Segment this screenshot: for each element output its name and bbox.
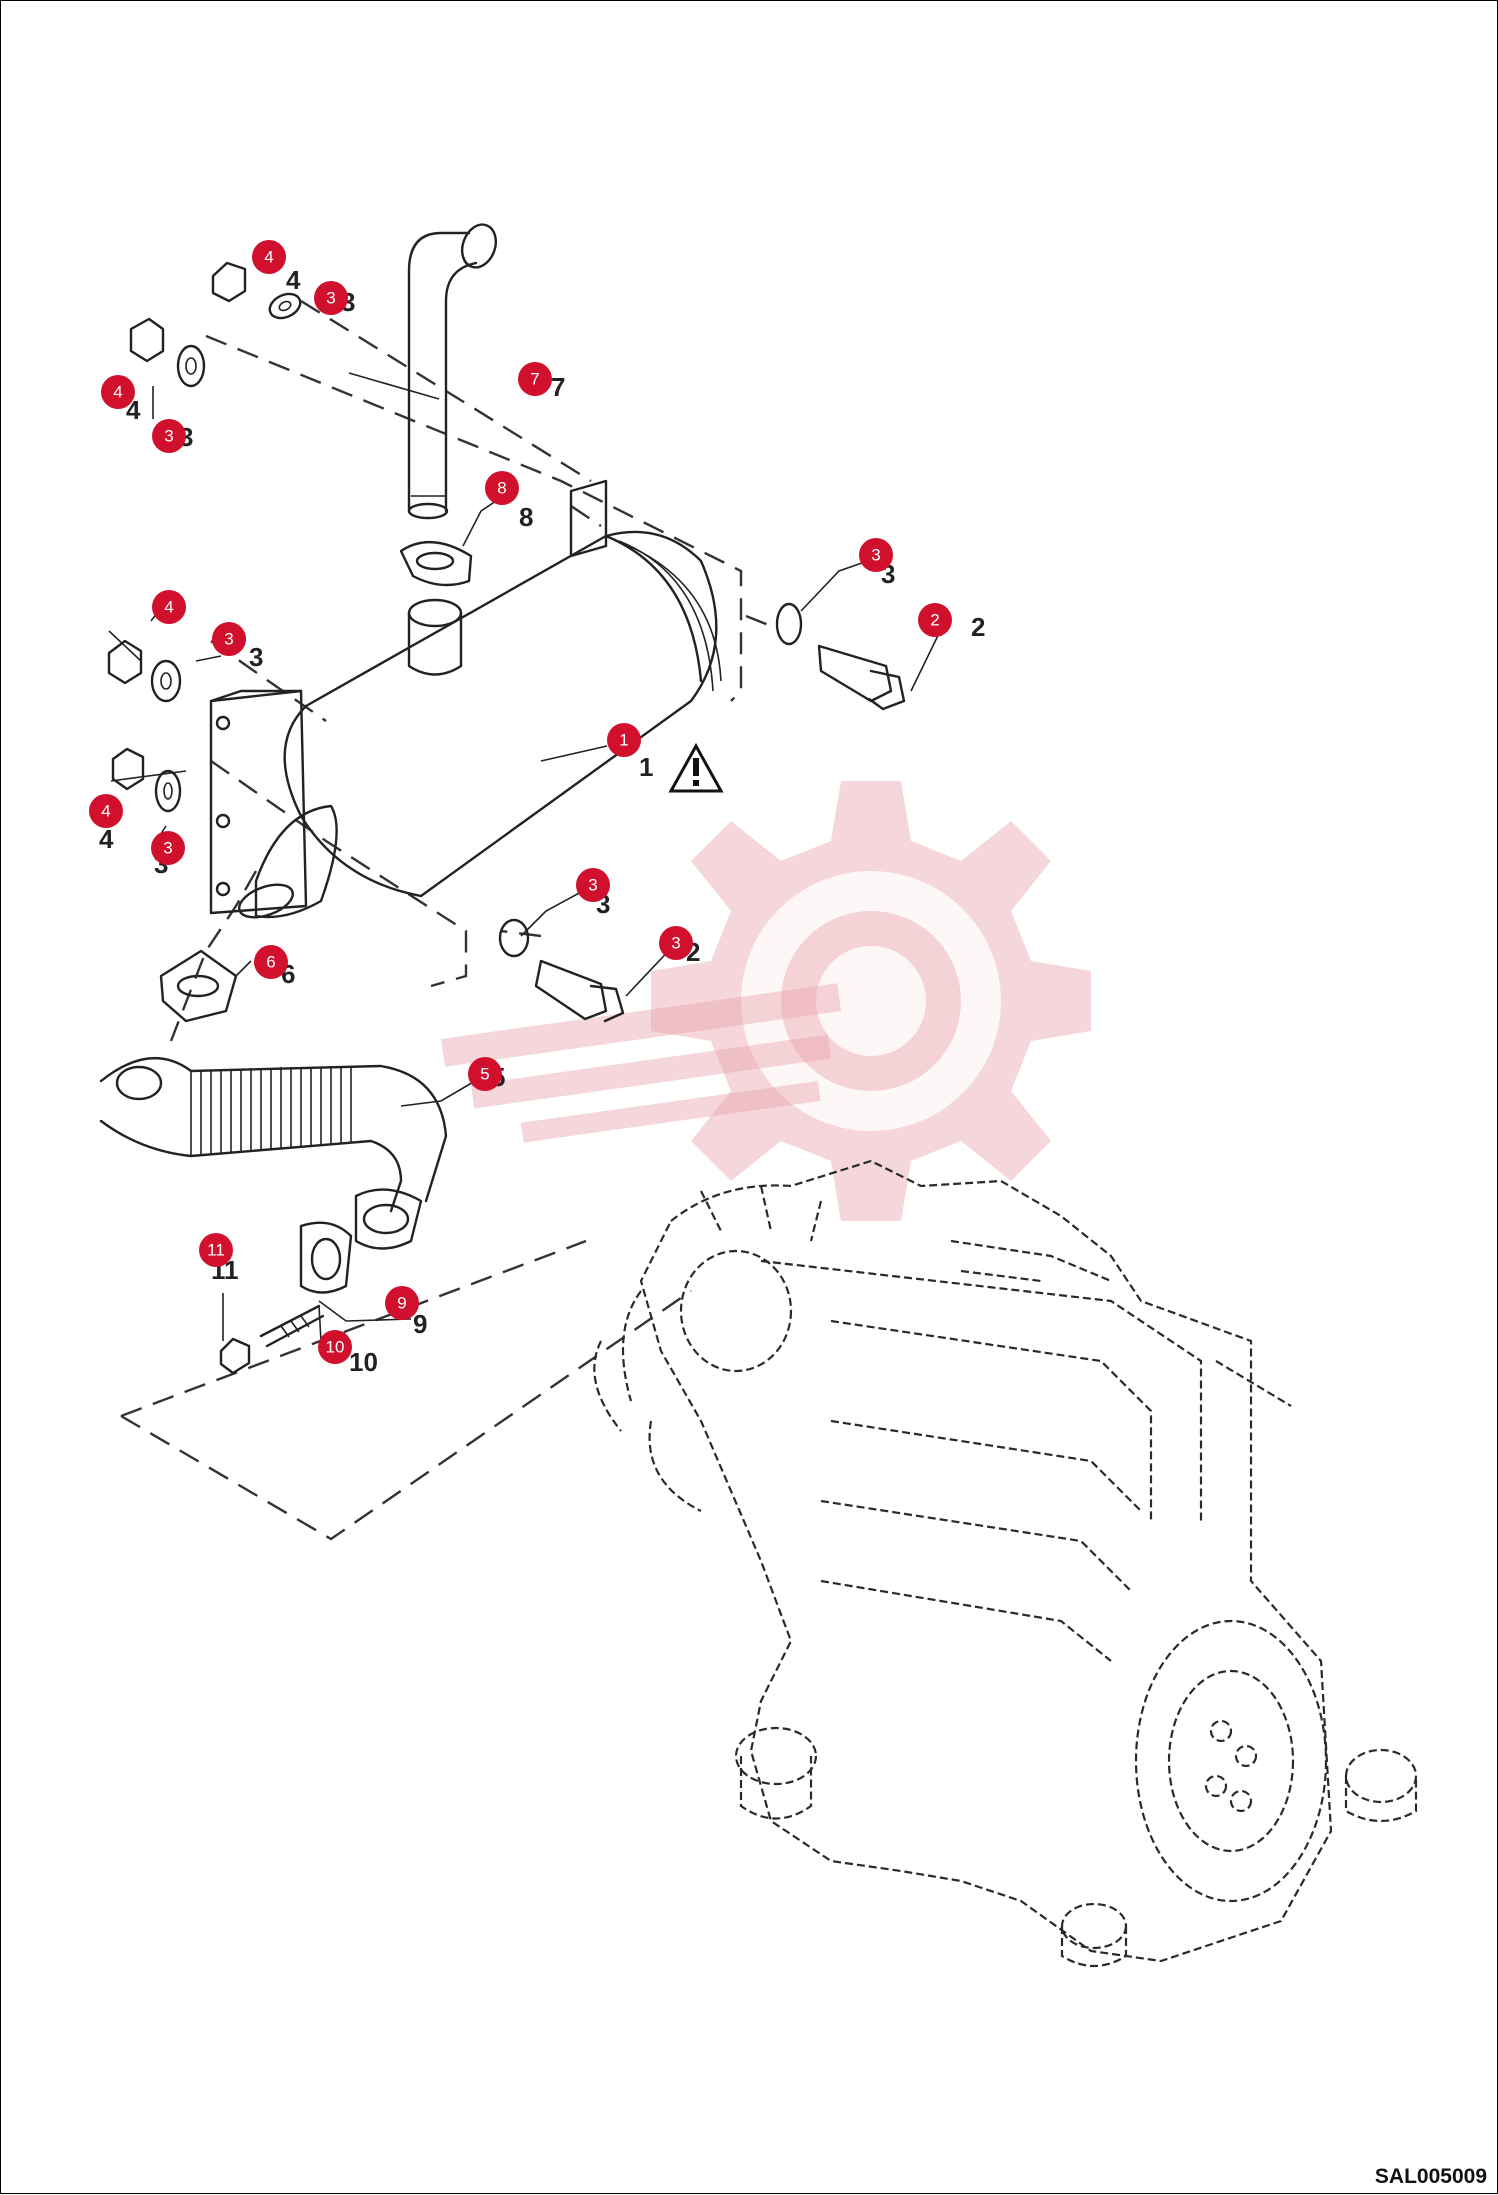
svg-text:8: 8 — [497, 479, 506, 498]
svg-text:10: 10 — [326, 1338, 345, 1357]
svg-text:9: 9 — [397, 1294, 406, 1313]
manifold-gasket — [299, 1221, 353, 1294]
svg-text:1: 1 — [619, 731, 628, 750]
svg-text:11: 11 — [207, 1241, 225, 1260]
tailpipe-clamp — [399, 540, 473, 587]
mounting-hardware — [107, 261, 906, 1023]
warning-triangle-icon — [668, 742, 724, 793]
callout-bubble[interactable]: 3 — [576, 868, 610, 902]
callout-bubble[interactable]: 4 — [101, 375, 135, 409]
callout-bubbles: 4 3 4 3 7 8 3 2 4 3 1 4 3 3 3 6 5 11 9 1… — [89, 240, 952, 1364]
stud-and-nut — [219, 1304, 325, 1375]
printed-number: 9 — [413, 1309, 427, 1339]
callout-bubble[interactable]: 6 — [254, 945, 288, 979]
callout-bubble[interactable]: 3 — [212, 622, 246, 656]
corrugated-section — [190, 1066, 352, 1156]
watermark-gear-logo — [440, 781, 1091, 1221]
callout-bubble[interactable]: 1 — [607, 723, 641, 757]
callout-bubble[interactable]: 9 — [385, 1286, 419, 1320]
svg-text:3: 3 — [671, 934, 680, 953]
printed-number: 4 — [99, 824, 114, 854]
svg-text:3: 3 — [871, 546, 880, 565]
callout-bubble[interactable]: 7 — [518, 362, 552, 396]
installation-guide-lines — [120, 299, 772, 1541]
printed-number: 10 — [349, 1347, 378, 1377]
callout-bubble[interactable]: 3 — [314, 281, 348, 315]
svg-text:4: 4 — [113, 383, 122, 402]
callout-bubble[interactable]: 4 — [252, 240, 286, 274]
callout-bubble[interactable]: 5 — [468, 1057, 502, 1091]
callout-bubble[interactable]: 10 — [318, 1330, 352, 1364]
printed-number: 8 — [519, 502, 533, 532]
svg-text:4: 4 — [264, 248, 273, 267]
callout-bubble[interactable]: 4 — [152, 590, 186, 624]
svg-text:5: 5 — [480, 1065, 489, 1084]
engine-block — [593, 1159, 1418, 1967]
callout-bubble[interactable]: 3 — [151, 831, 185, 865]
callout-bubble[interactable]: 11 — [199, 1233, 233, 1267]
svg-text:7: 7 — [530, 370, 539, 389]
svg-text:6: 6 — [266, 953, 275, 972]
flange-clamp — [159, 949, 238, 1023]
svg-text:3: 3 — [163, 839, 172, 858]
svg-text:4: 4 — [164, 598, 173, 617]
callout-bubble[interactable]: 4 — [89, 794, 123, 828]
svg-text:3: 3 — [224, 630, 233, 649]
printed-number: 4 — [286, 265, 301, 295]
figure-reference-code: SAL005009 — [1374, 2165, 1487, 2188]
callout-bubble[interactable]: 3 — [659, 926, 693, 960]
printed-number: 2 — [971, 612, 985, 642]
svg-text:3: 3 — [588, 876, 597, 895]
exhaust-tailpipe — [407, 223, 498, 520]
printed-number: 3 — [249, 642, 263, 672]
svg-text:2: 2 — [930, 611, 939, 630]
svg-text:3: 3 — [326, 289, 335, 308]
svg-text:3: 3 — [164, 427, 173, 446]
printed-number: 1 — [639, 752, 653, 782]
svg-text:4: 4 — [101, 802, 110, 821]
callout-bubble[interactable]: 3 — [859, 538, 893, 572]
callout-bubble[interactable]: 3 — [152, 419, 186, 453]
callout-bubble[interactable]: 8 — [485, 471, 519, 505]
printed-number: 7 — [551, 372, 565, 402]
muffler — [209, 479, 722, 919]
flexible-exhaust-pipe — [99, 1056, 448, 1250]
callout-bubble[interactable]: 2 — [918, 603, 952, 637]
